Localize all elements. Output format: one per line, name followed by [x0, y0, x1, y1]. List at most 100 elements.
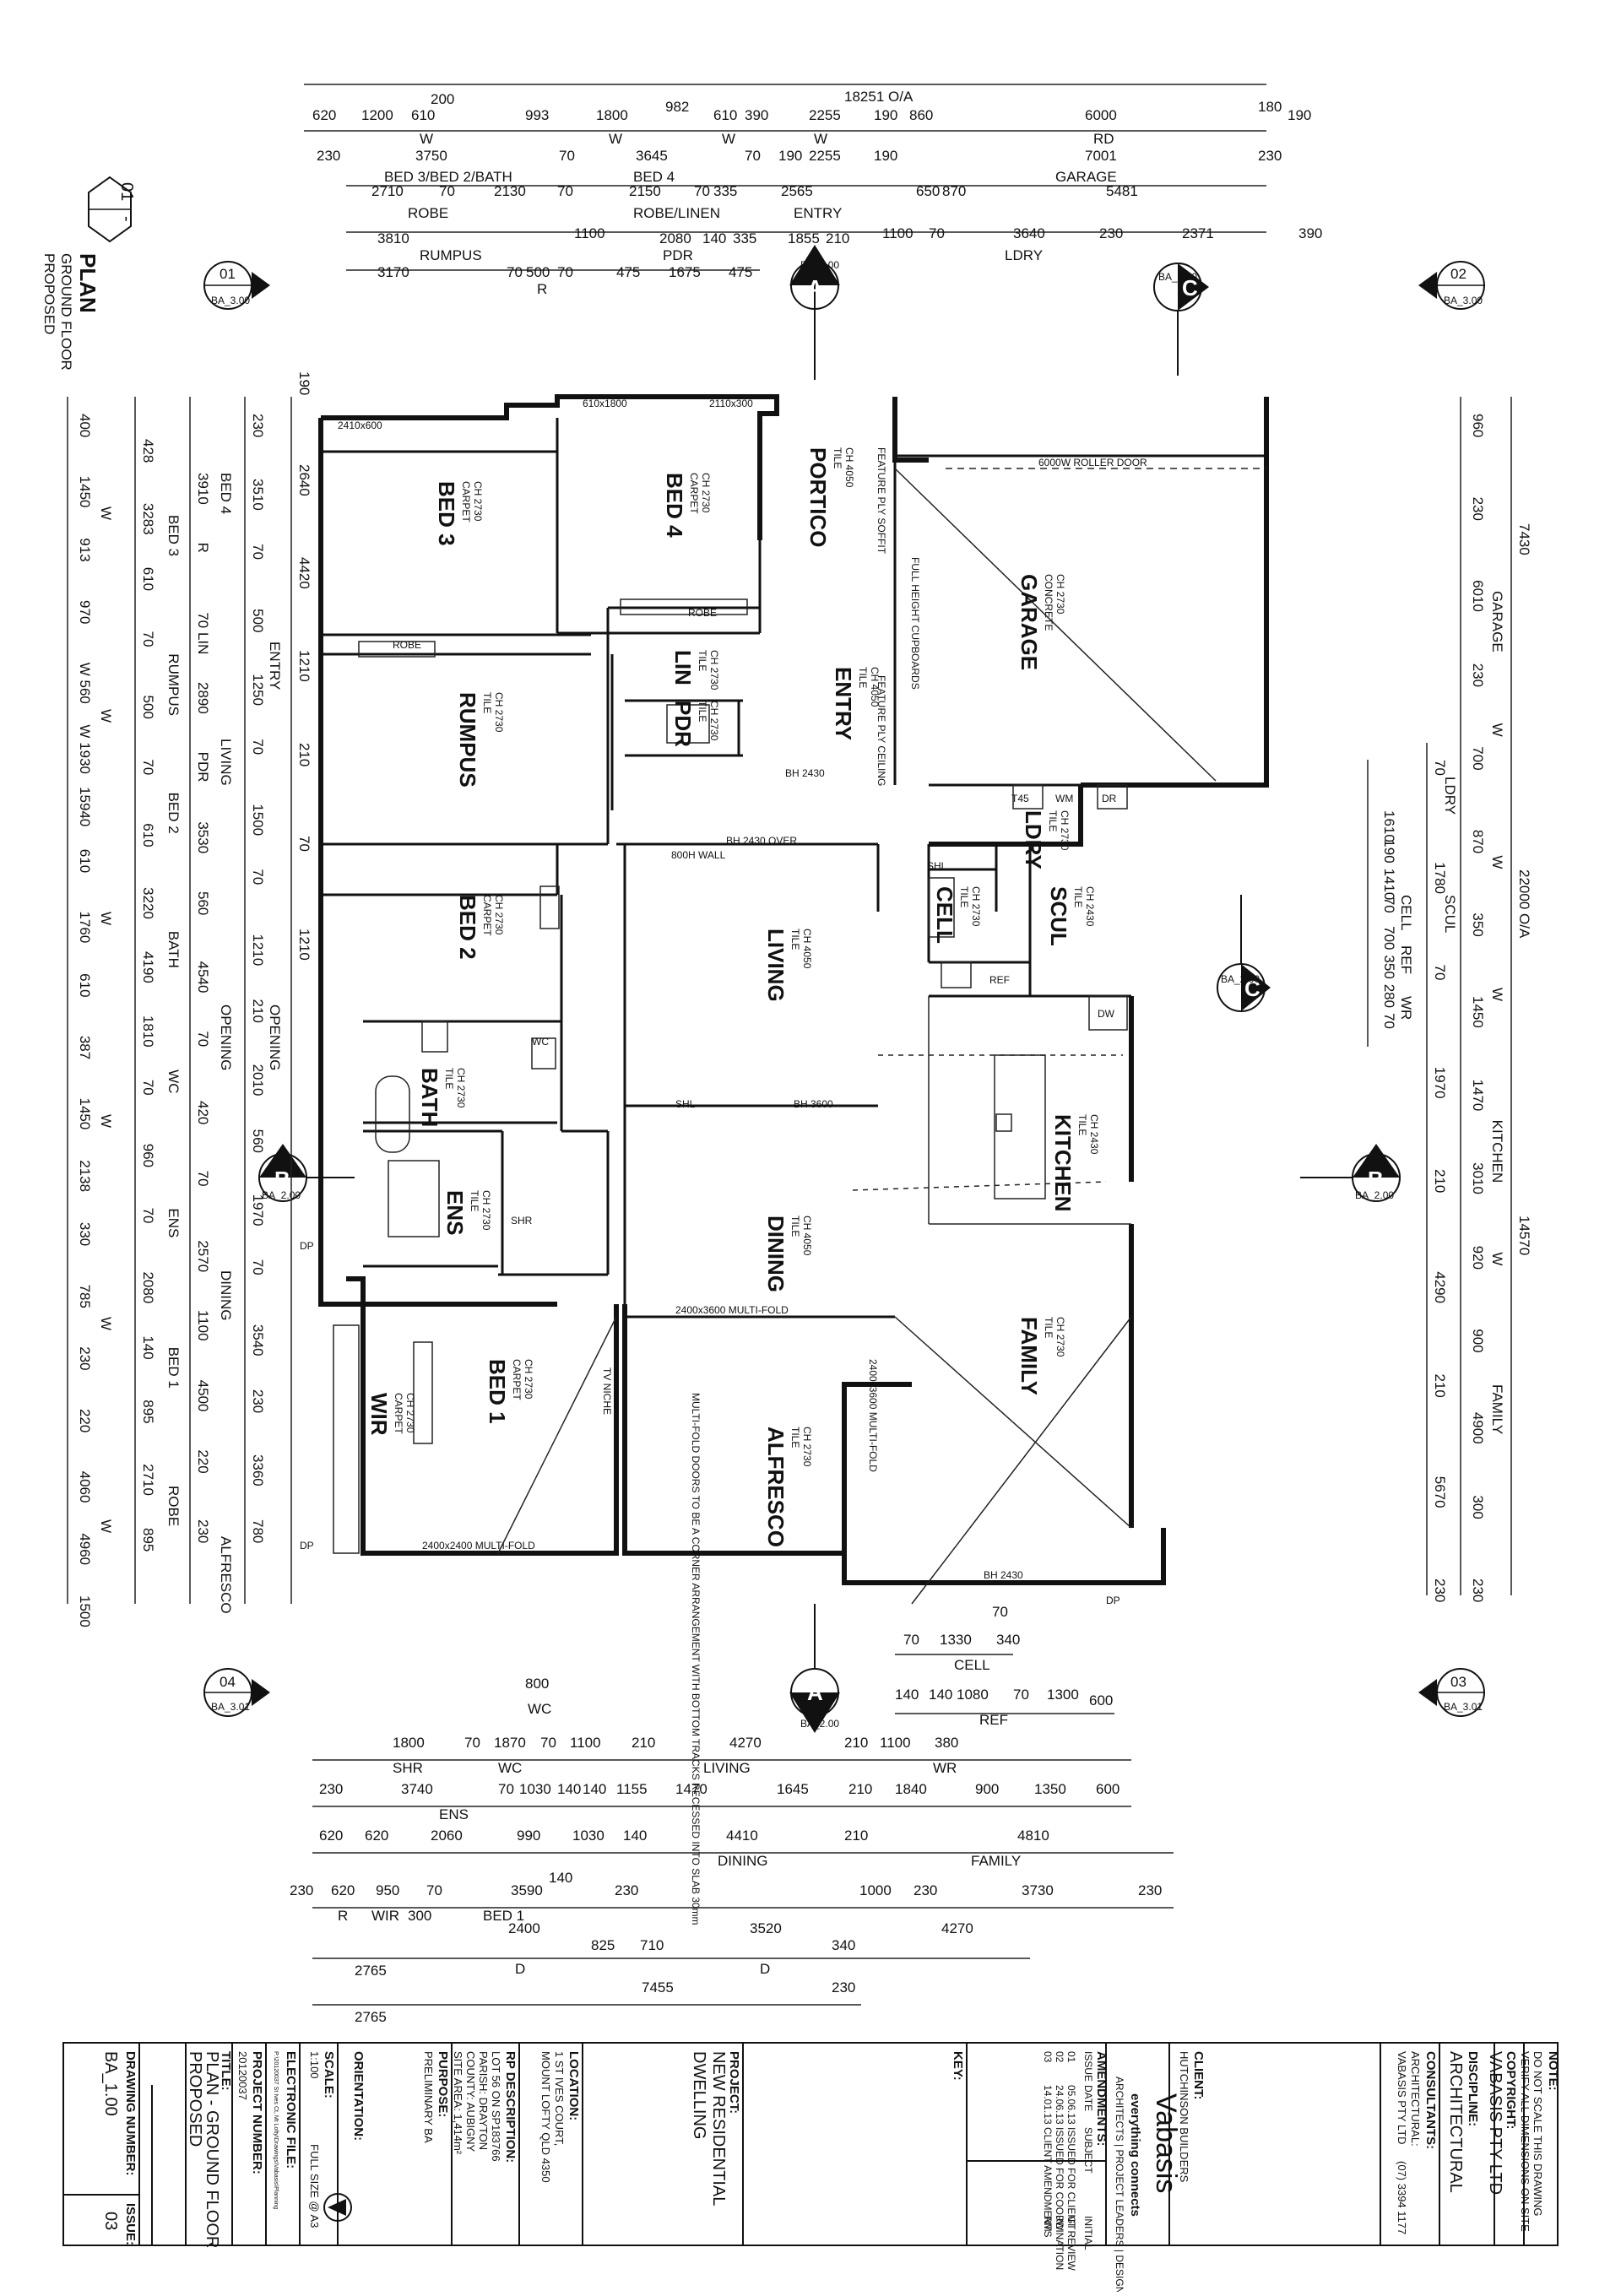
left-dim: 610 — [140, 567, 156, 591]
left-dim: 1760 — [77, 911, 93, 943]
bottom-dim: 4270 — [729, 1735, 762, 1751]
top-dim: 475 — [616, 264, 640, 280]
left-dim: 70 — [140, 631, 156, 647]
left-dim: 330 — [77, 1222, 93, 1246]
bottom-dim: 340 — [996, 1632, 1020, 1648]
bottom-dim-label: WR — [933, 1760, 957, 1776]
room-ceiling-height: CH 4050 — [869, 667, 881, 707]
note-line: VERIFY ALL DIMENSIONS ON SITE — [1519, 2051, 1532, 2232]
left-dim: 420 — [195, 1101, 211, 1124]
bottom-dim: 70 — [426, 1882, 442, 1898]
left-dim-label: OPENING — [267, 1004, 283, 1070]
marker-sheet: BA_2.00 — [1355, 1189, 1394, 1201]
left-dim: W 560 — [77, 663, 93, 704]
dishwasher — [1088, 995, 1128, 1031]
top-dim: 70 — [439, 183, 455, 199]
top-dim: 210 — [826, 230, 849, 246]
left-dim-label: DINING — [218, 1270, 234, 1321]
room-name: DINING — [763, 1216, 789, 1292]
top-dim: 860 — [909, 107, 933, 123]
brand-tagline: everything connects — [1128, 2093, 1142, 2217]
room-finish: TILE — [789, 929, 801, 950]
plan-dash: - — [117, 216, 136, 222]
marker-sheet: BA_3.01 — [1444, 1701, 1483, 1713]
window-tag: 2110x300 — [709, 398, 753, 409]
elevation-marker-01: 01 BA_3.00 — [203, 261, 270, 310]
right-dim: 280 — [1381, 984, 1397, 1008]
elevation-marker-03: 03 BA_3.01 — [1418, 1668, 1485, 1717]
room-ceiling-height: CH 2730 — [1059, 810, 1071, 851]
robe-bed4 — [620, 598, 748, 615]
marker-ref: 02 — [1450, 266, 1466, 282]
bottom-dim: 210 — [844, 1735, 868, 1751]
bottom-dim: 1030 — [572, 1828, 604, 1844]
top-dim-w: W — [420, 131, 433, 147]
bottom-dim-label: FAMILY — [971, 1853, 1021, 1869]
title-block-frame — [62, 2042, 1559, 2246]
top-dim-total: 18251 O/A — [844, 89, 914, 105]
room-finish: TILE — [1043, 1317, 1054, 1338]
right-dim-label: FAMILY — [1489, 1384, 1505, 1434]
right-dim-label: REF — [1398, 945, 1414, 974]
bottom-dim: 380 — [935, 1735, 958, 1751]
right-dim: 960 — [1470, 414, 1486, 437]
section-markers: A BA_2.00 C BA_2.00 02 BA_3.00 01 BA_3.0… — [203, 245, 1485, 1733]
room-name: LDRY — [1021, 810, 1046, 869]
bottom-dim-label: 140 — [549, 1870, 572, 1886]
top-dim: 610 — [713, 107, 737, 123]
shl-label: SHL — [927, 860, 947, 872]
top-dim-w: W — [722, 131, 735, 147]
marker-ref: C — [1182, 275, 1198, 301]
amend-cell: RM — [1042, 2216, 1054, 2232]
right-dim: 700 — [1381, 926, 1397, 950]
room-ceiling-height: CH 4050 — [843, 447, 855, 488]
amend-cell: 14.01.13 — [1042, 2085, 1054, 2125]
top-dim: 190 — [1288, 107, 1311, 123]
left-dim: 70 — [140, 1080, 156, 1096]
sink-kitchen — [995, 1113, 1012, 1132]
title-line: PLAN - GROUND FLOOR — [203, 2051, 221, 2248]
top-dim: 6000 — [1085, 107, 1117, 123]
bottom-dim: 1870 — [494, 1735, 526, 1751]
top-dim: 2130 — [494, 183, 526, 199]
bottom-dim: 210 — [848, 1781, 872, 1797]
bottom-dim: 70 — [540, 1735, 556, 1751]
bottom-dim: 900 — [975, 1781, 999, 1797]
right-dim: 870 — [1470, 830, 1486, 853]
left-dim: 610 — [77, 973, 93, 997]
kitchen-island — [994, 1054, 1046, 1199]
window-tag: 2410x600 — [338, 420, 382, 431]
bottom-dim: 620 — [319, 1828, 343, 1844]
top-dim: 870 — [942, 183, 966, 199]
bottom-dim-label: CELL — [954, 1657, 990, 1673]
orientation-label: ORIENTATION: — [351, 2051, 366, 2141]
room-finish: CARPET — [481, 895, 493, 936]
amend-cell: CLIENT AMENDMENTS — [1042, 2127, 1054, 2237]
bottom-dim: 70 — [464, 1735, 480, 1751]
amendments-label: AMENDMENTS: — [1094, 2051, 1109, 2147]
plan-title-marker: 01 - PLAN GROUND FLOOR PROPOSED — [41, 176, 136, 371]
bottom-dim: 1330 — [940, 1632, 972, 1648]
bottom-dim: 230 — [832, 1979, 855, 1995]
plan-subtitle: GROUND FLOOR — [58, 253, 74, 371]
right-dim: 900 — [1470, 1329, 1486, 1352]
left-dim: 3530 — [195, 821, 211, 853]
bottom-dim-label: REF — [979, 1712, 1008, 1728]
left-dim: 1210 — [296, 929, 312, 961]
top-dim: 610 — [411, 107, 435, 123]
title-block-text: NOTE: DO NOT SCALE THIS DRAWING VERIFY A… — [101, 2051, 1560, 2296]
dr-label: DR — [1102, 793, 1117, 804]
discipline-value: ARCHITECTURAL — [1446, 2051, 1465, 2193]
left-dim: 1100 — [195, 1310, 211, 1341]
top-dim: 1800 — [596, 107, 628, 123]
room-finish: TILE — [697, 650, 708, 671]
left-dim: 4420 — [296, 557, 312, 589]
elevation-marker-04: 04 BA_3.01 — [203, 1668, 270, 1717]
left-dim-label: ALFRESCO — [218, 1536, 234, 1614]
